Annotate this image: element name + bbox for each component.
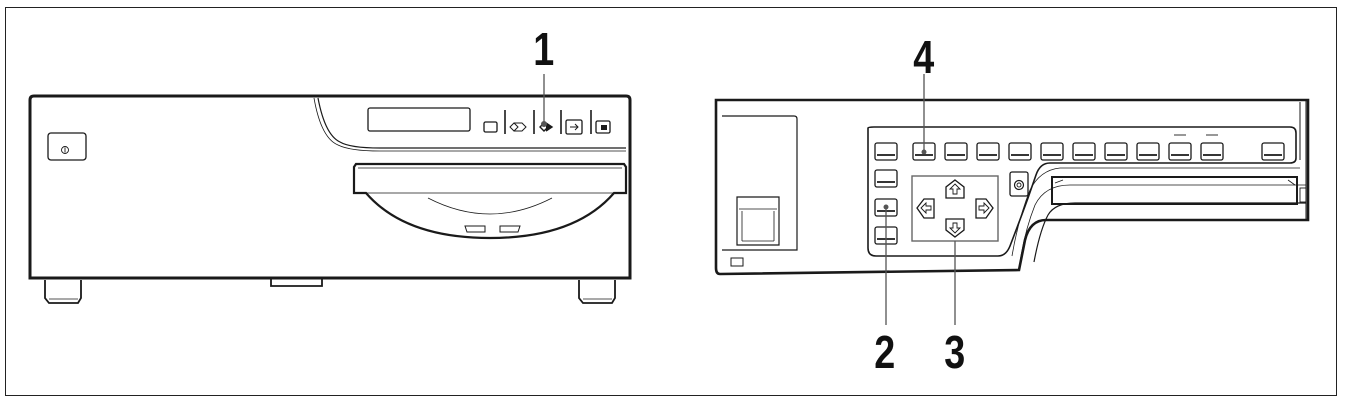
- left-button-1[interactable]: [874, 169, 898, 188]
- top-button-8[interactable]: [1104, 142, 1128, 161]
- media-slot[interactable]: [1051, 176, 1298, 205]
- top-button-9[interactable]: [1136, 142, 1160, 161]
- top-button-7[interactable]: [1072, 142, 1096, 161]
- double-arrow-icon[interactable]: [509, 122, 527, 132]
- arrow-left-key[interactable]: [916, 198, 935, 219]
- top-row-buttons: [874, 134, 1285, 161]
- top-button-10[interactable]: [1168, 142, 1192, 161]
- dial-button[interactable]: [1009, 171, 1029, 197]
- top-button-3[interactable]: [944, 142, 968, 161]
- arrow-keypad: [911, 175, 999, 242]
- top-button-1[interactable]: [874, 142, 898, 161]
- card-slot[interactable]: [736, 196, 780, 246]
- callout-4: 4: [913, 31, 935, 83]
- power-icon: [61, 146, 69, 154]
- figure-frame: [5, 7, 1337, 396]
- power-button[interactable]: [47, 132, 87, 161]
- arrow-down-key[interactable]: [945, 218, 965, 238]
- top-button-4[interactable]: [976, 142, 1000, 161]
- leader-lines: [885, 74, 956, 325]
- front-view-printer: [28, 94, 632, 304]
- callout-1: 1: [533, 23, 555, 75]
- callout-3: 3: [944, 326, 966, 378]
- arrow-right-key[interactable]: [975, 198, 994, 219]
- paper-tray[interactable]: [352, 162, 628, 240]
- arrow-up-key[interactable]: [945, 179, 965, 199]
- top-button-12[interactable]: [1261, 142, 1285, 161]
- dial-icon: [1013, 179, 1025, 191]
- picture-in-picture-icon[interactable]: [595, 120, 611, 134]
- square-indicator[interactable]: [483, 121, 498, 133]
- top-button-5[interactable]: [1008, 142, 1032, 161]
- control-panel-view: [714, 98, 1310, 276]
- small-indicator: [730, 257, 744, 267]
- top-button-6[interactable]: [1040, 142, 1064, 161]
- top-button-11[interactable]: [1200, 142, 1224, 161]
- input-arrow-icon[interactable]: [565, 119, 583, 135]
- foot-left: [44, 280, 82, 304]
- display-window: [367, 107, 471, 132]
- callout-2: 2: [874, 326, 896, 378]
- foot-right: [578, 280, 616, 304]
